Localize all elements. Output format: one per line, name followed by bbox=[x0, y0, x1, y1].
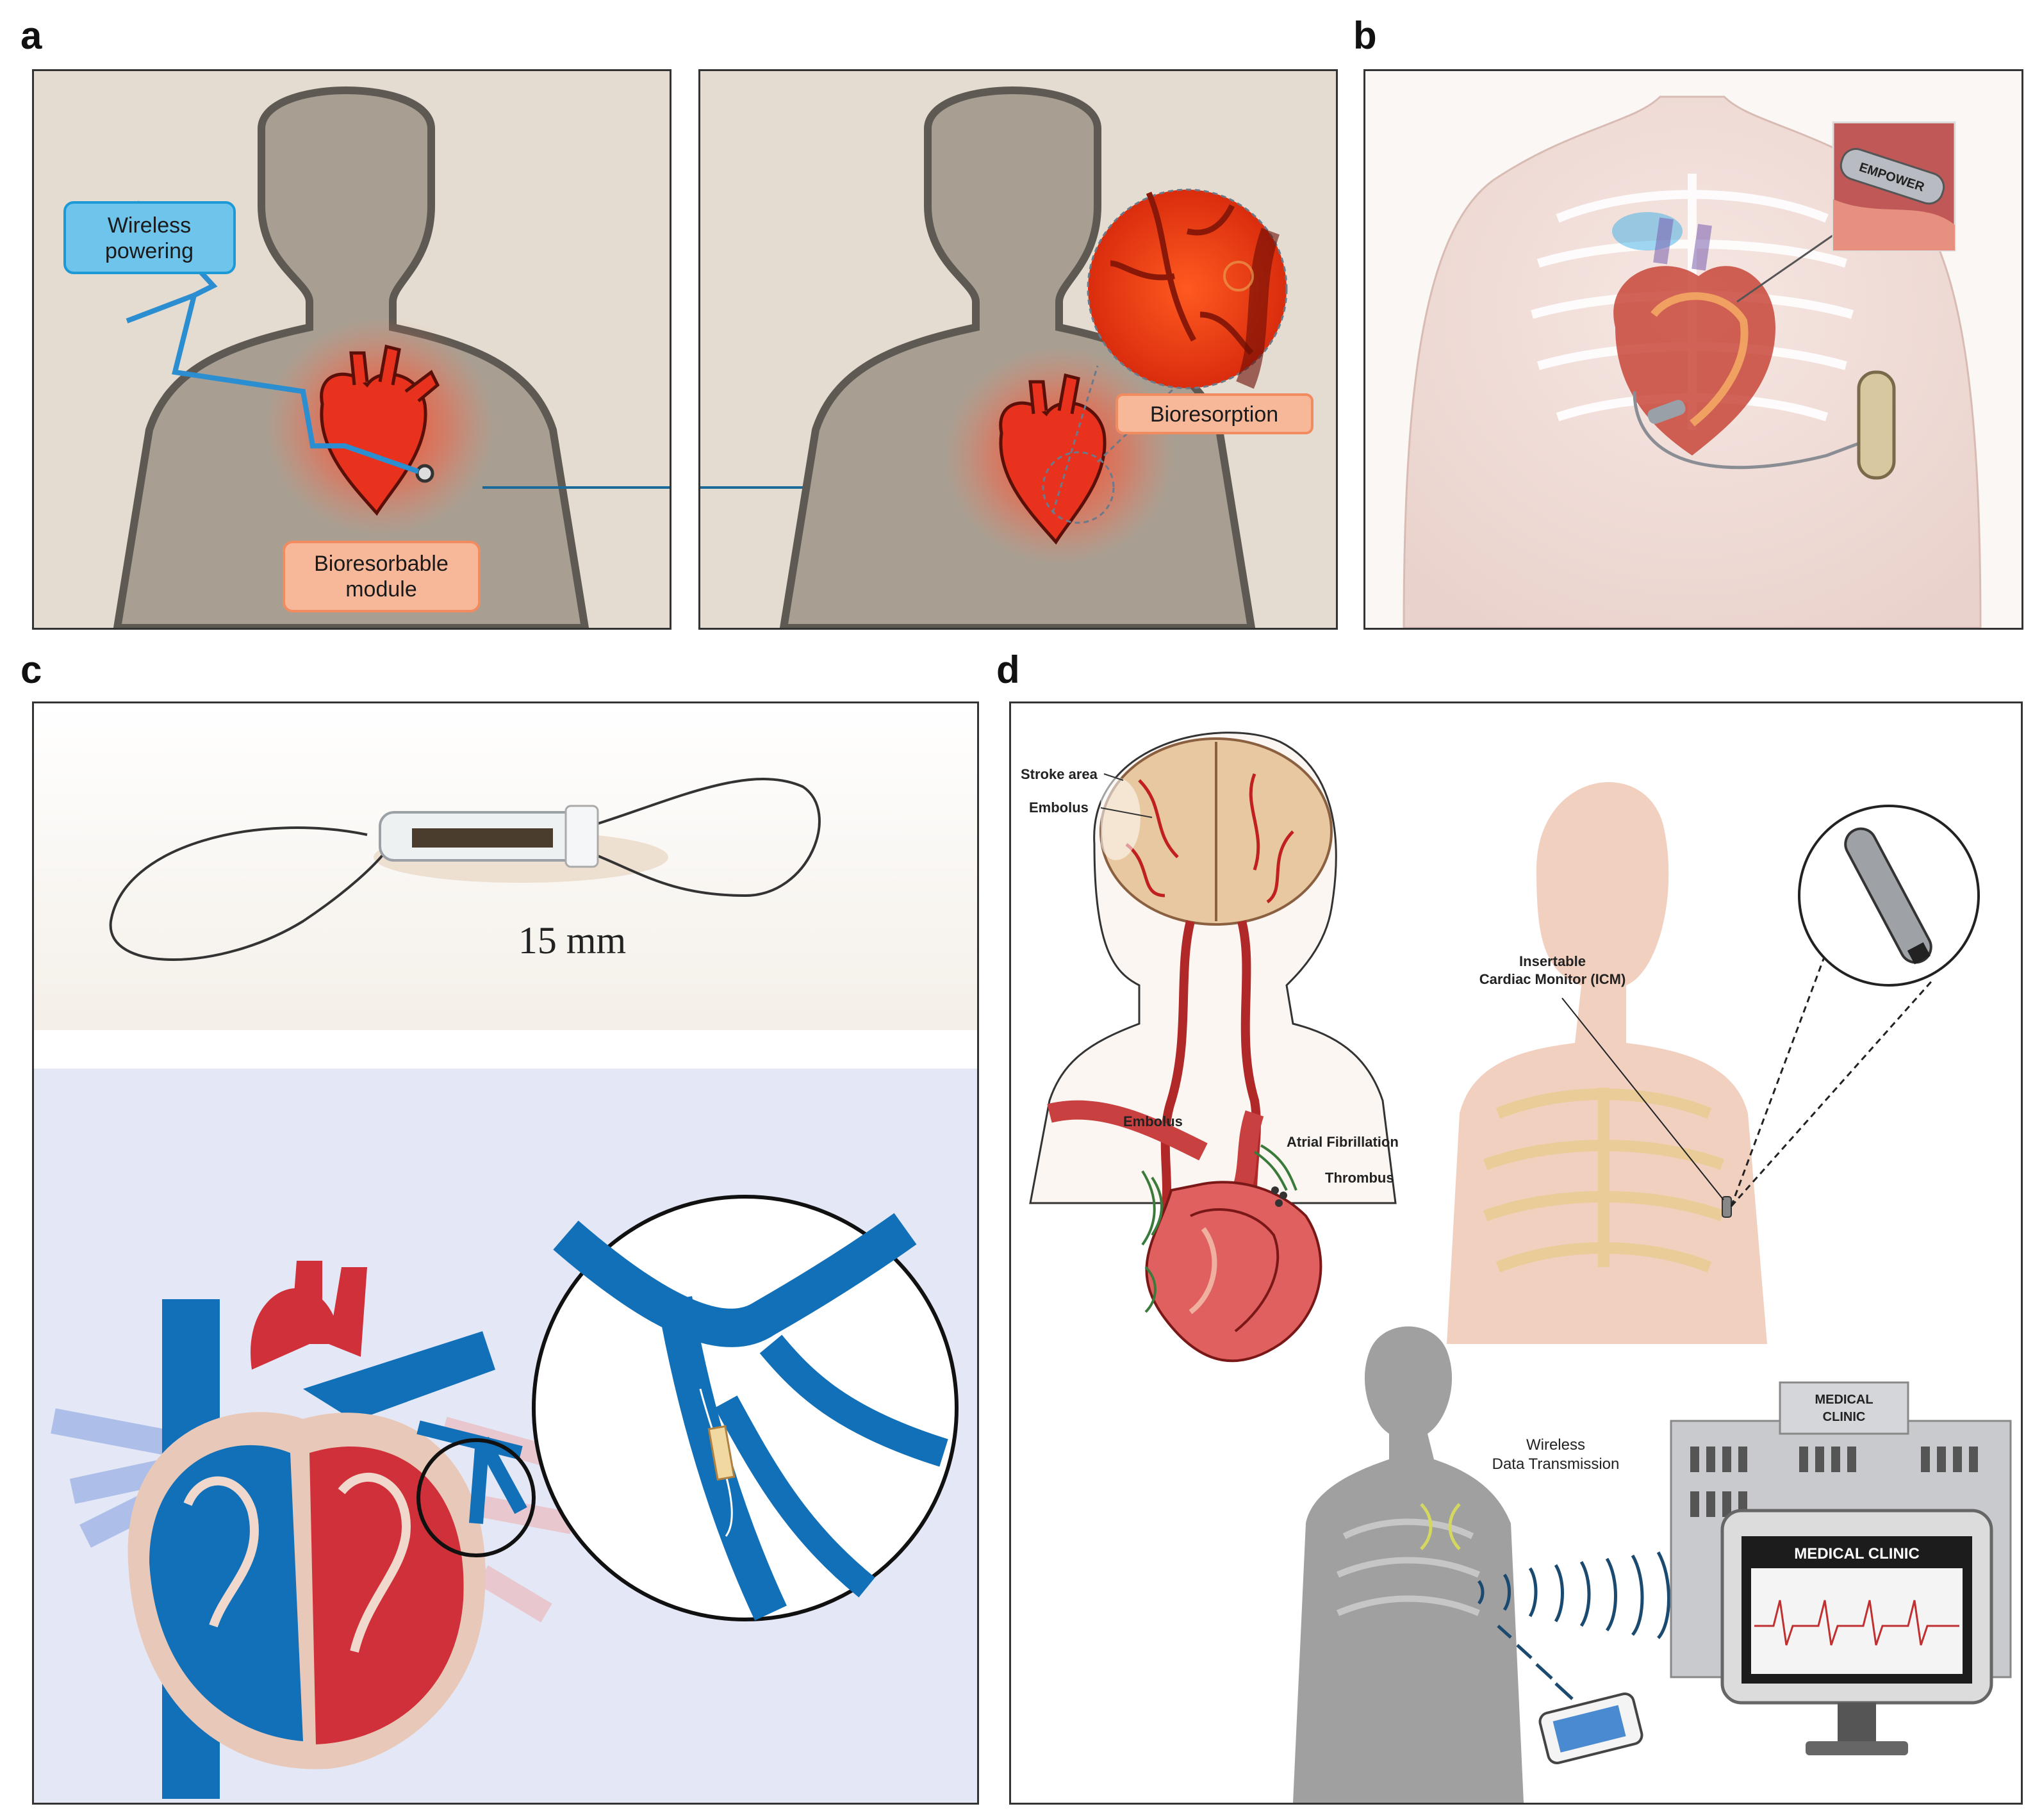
icm-device-icon bbox=[1722, 1196, 1732, 1218]
zoom-target-circle bbox=[416, 1438, 536, 1557]
scale-label: 15 mm bbox=[518, 919, 626, 962]
panel-letter-b: b bbox=[1353, 14, 1377, 57]
dissolving-module-icon bbox=[1223, 261, 1254, 291]
bioresorbable-module-icon bbox=[415, 464, 434, 483]
smartphone-icon bbox=[1538, 1693, 1643, 1764]
heart-icon bbox=[999, 373, 1107, 545]
label-module: module bbox=[345, 577, 417, 602]
panel-b-frame: EMPOWER bbox=[1363, 69, 2023, 630]
clinic-sign-line2: CLINIC bbox=[1823, 1410, 1866, 1424]
clinic-sign-line1: MEDICAL bbox=[1815, 1393, 1873, 1407]
bioresorbable-module-callout: Bioresorbable module bbox=[283, 541, 481, 612]
heart-icon bbox=[1613, 217, 1775, 455]
nitinol-loop-left bbox=[109, 826, 394, 961]
pacemaker-inset: EMPOWER bbox=[1832, 121, 1956, 252]
subcutaneous-icd-icon bbox=[1857, 370, 1896, 480]
label-embolus-top: Embolus bbox=[1029, 799, 1089, 816]
panel-c-illustration: 15 mm bbox=[34, 703, 977, 1803]
monitor-title: MEDICAL CLINIC bbox=[1794, 1545, 1920, 1562]
magnify-target-circle bbox=[1042, 451, 1115, 524]
stroke-area-mark bbox=[1101, 776, 1140, 860]
label-atrial-fibrillation: Atrial Fibrillation bbox=[1287, 1134, 1399, 1150]
label-wireless-line2: Data Transmission bbox=[1492, 1455, 1620, 1473]
panel-a-right-illustration: Bioresorption bbox=[700, 86, 1313, 628]
heart-icon bbox=[1047, 1100, 1322, 1363]
device-lead-wire bbox=[1633, 391, 1879, 470]
panel-c-frame: 15 mm bbox=[32, 701, 979, 1805]
label-stroke-area: Stroke area bbox=[1021, 766, 1098, 782]
label-icm-line1: Insertable bbox=[1519, 953, 1586, 969]
patient-silhouette bbox=[1293, 1326, 1524, 1803]
implant-sensor-icon bbox=[379, 805, 599, 868]
panel-d-illustration: Stroke area Embolus Embolus Atrial Fibri… bbox=[1021, 732, 2012, 1803]
label-powering: powering bbox=[105, 239, 193, 263]
label-icm-line2: Cardiac Monitor (ICM) bbox=[1479, 971, 1626, 987]
torso-ribcage bbox=[1447, 782, 1767, 1344]
panel-a-left-frame: Wireless powering Bioresorbable module bbox=[32, 69, 671, 630]
bioresorption-callout: Bioresorption bbox=[1116, 393, 1313, 434]
label-thrombus: Thrombus bbox=[1325, 1170, 1394, 1186]
leadless-pacemaker-icon bbox=[1647, 400, 1686, 424]
heart-icon bbox=[320, 344, 440, 516]
implanted-sensor-icon bbox=[707, 1425, 736, 1481]
magnified-vessel-view bbox=[532, 1195, 959, 1621]
label-wireless: Wireless bbox=[108, 213, 191, 238]
panel-letter-a: a bbox=[21, 14, 42, 57]
wireless-powering-callout: Wireless powering bbox=[63, 201, 236, 274]
clinic-monitor-icon: MEDICAL CLINIC bbox=[1720, 1509, 1993, 1755]
label-embolus-bottom: Embolus bbox=[1123, 1113, 1183, 1129]
label-wireless-line1: Wireless bbox=[1526, 1436, 1585, 1454]
panel-b-illustration: EMPOWER bbox=[1403, 95, 1982, 628]
magnified-heart-view bbox=[1087, 188, 1288, 389]
panel-letter-c: c bbox=[21, 648, 42, 691]
brain-icon bbox=[1099, 737, 1333, 926]
label-bioresorbable: Bioresorbable bbox=[314, 552, 449, 576]
icm-magnified-inset bbox=[1798, 805, 1980, 987]
ecg-trace bbox=[1754, 1600, 1959, 1646]
nitinol-loop-right bbox=[572, 778, 821, 898]
panel-letter-d: d bbox=[996, 648, 1020, 691]
panel-a-right-frame: Bioresorption bbox=[698, 69, 1338, 630]
panel-d-frame: Stroke area Embolus Embolus Atrial Fibri… bbox=[1009, 701, 2023, 1805]
panel-a-left-illustration: Wireless powering Bioresorbable module bbox=[63, 86, 670, 628]
label-bioresorption: Bioresorption bbox=[1150, 402, 1278, 427]
